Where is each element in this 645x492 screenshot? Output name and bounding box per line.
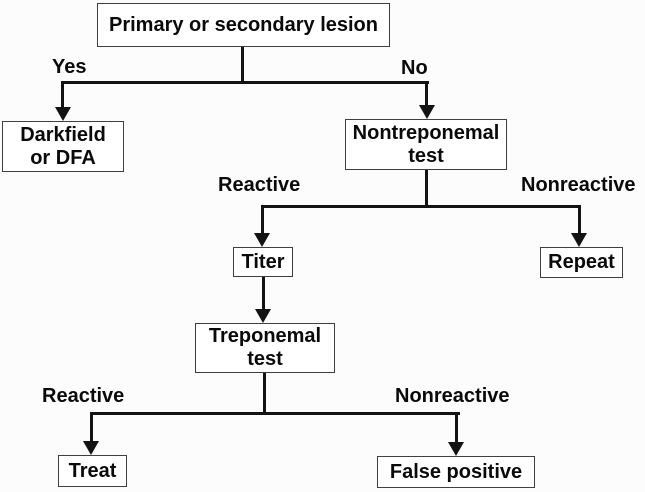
connector-branch2-right-drop [578,205,581,235]
connector-titer-to-treponemal [262,277,265,311]
arrowhead-to-treponemal [255,309,271,323]
edge-label-nonreactive-nontreponemal: Nonreactive [521,174,636,196]
node-label-line1: Treponemal [208,325,322,347]
node-label-line1: Darkfield [20,123,106,146]
connector-root-stem [241,47,244,84]
arrowhead-to-nontreponemal [419,105,435,119]
connector-branch3-horizontal [90,412,460,415]
connector-branch3-right-drop [455,412,458,444]
node-label-line2: test [247,348,283,370]
arrowhead-to-repeat [571,233,587,247]
edge-label-yes: Yes [52,56,87,78]
edge-label-nonreactive-treponemal: Nonreactive [395,385,510,407]
node-treat: Treat [58,455,127,487]
edge-label-reactive-treponemal: Reactive [42,385,125,407]
arrowhead-to-false-positive [448,442,464,456]
connector-branch1-horizontal [61,81,429,84]
connector-branch2-horizontal [261,205,581,208]
connector-treponemal-stem [263,373,266,415]
connector-nontreponemal-stem [425,170,428,208]
arrowhead-to-darkfield [55,107,71,121]
node-titer: Titer [233,247,293,277]
node-repeat: Repeat [540,247,623,278]
node-label-line2: test [408,144,444,167]
node-label: Treat [68,459,117,482]
connector-branch2-left-drop [261,205,264,235]
node-treponemal-test: Treponemal test [195,323,335,373]
node-label: Repeat [548,251,615,273]
node-label: False positive [389,460,523,483]
connector-branch1-right-drop [425,81,428,108]
edge-label-reactive-nontreponemal: Reactive [218,174,301,196]
connector-branch3-left-drop [90,412,93,443]
node-label-line1: Nontreponemal [352,121,500,144]
arrowhead-to-treat [83,441,99,455]
node-false-positive: False positive [377,456,535,488]
connector-branch1-left-drop [61,81,64,110]
edge-label-no: No [401,57,428,79]
node-label: Primary or secondary lesion [108,13,378,36]
node-darkfield-or-dfa: Darkfield or DFA [2,121,124,172]
node-label-line2: or DFA [30,146,96,169]
node-primary-or-secondary-lesion: Primary or secondary lesion [97,3,390,47]
arrowhead-to-titer [254,233,270,247]
node-label: Titer [241,250,285,273]
node-nontreponemal-test: Nontreponemal test [345,119,507,170]
